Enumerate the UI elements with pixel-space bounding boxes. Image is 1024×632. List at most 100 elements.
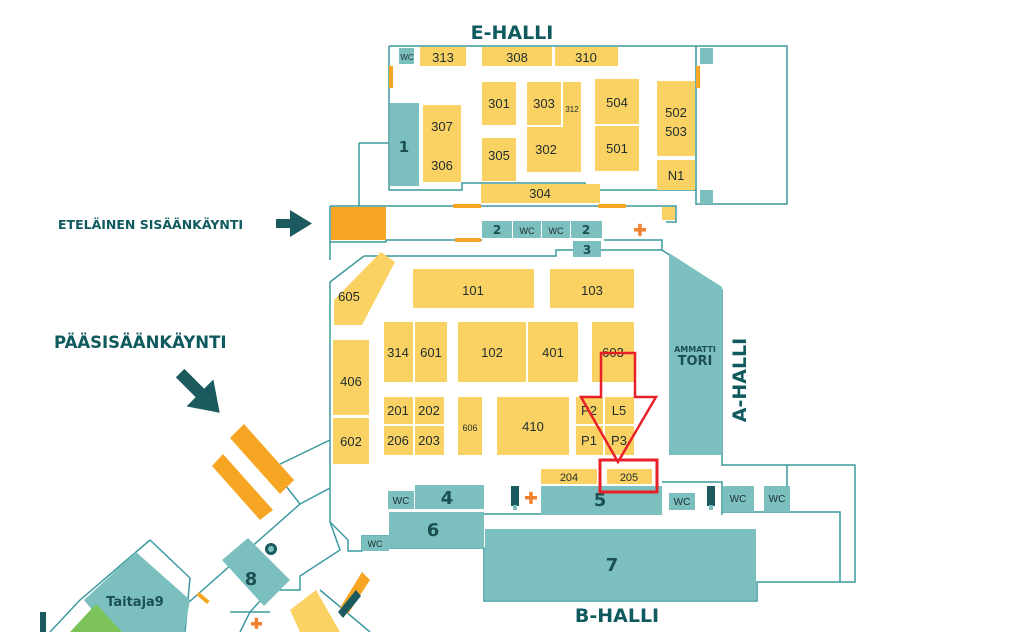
ammatti-tori[interactable] — [669, 253, 722, 455]
area-2-right[interactable] — [571, 221, 602, 238]
wc-icon — [362, 536, 389, 551]
ammatti-tori-label-top: AMMATTI — [674, 345, 716, 354]
area-4[interactable] — [415, 485, 484, 509]
area-3[interactable] — [573, 241, 601, 257]
main-entrance-door-upper — [230, 424, 294, 494]
area-2-right-label: 2 — [582, 223, 590, 237]
booth-602[interactable] — [333, 418, 369, 464]
booth-310-label: 310 — [575, 50, 597, 65]
area-6-label: 6 — [427, 520, 440, 541]
booth-L5-label: L5 — [612, 403, 626, 418]
area-8[interactable] — [222, 538, 290, 606]
booth-306[interactable] — [423, 148, 461, 182]
booth-301[interactable] — [482, 82, 516, 125]
info-icon — [265, 543, 277, 555]
booth-304[interactable] — [481, 184, 600, 203]
highlight-arrow-icon — [578, 351, 659, 465]
area-2-left[interactable] — [482, 221, 512, 238]
booth-602-label: 602 — [340, 434, 362, 449]
booth-103-label: 103 — [581, 283, 603, 298]
booth-503-label: 503 — [665, 124, 687, 139]
wc-label: WC — [400, 53, 414, 62]
booth-205[interactable] — [607, 469, 652, 484]
booth-N1-label: N1 — [668, 168, 685, 183]
booth-203-label: 203 — [418, 433, 440, 448]
e-halli-title: E-HALLI — [471, 22, 554, 44]
booth-308[interactable] — [482, 47, 552, 66]
area-taitaja9[interactable] — [84, 552, 190, 632]
area-6[interactable] — [389, 512, 484, 548]
booth-P1[interactable] — [576, 426, 603, 455]
main-entrance-door-lower — [212, 454, 273, 520]
booth-203[interactable] — [415, 426, 444, 455]
wc-icon — [513, 221, 541, 238]
booth-312[interactable] — [563, 82, 581, 140]
booth-501[interactable] — [595, 126, 639, 171]
booth-P3-label: P3 — [611, 433, 627, 448]
booth-101[interactable] — [413, 269, 534, 308]
area-2-left-label: 2 — [493, 223, 501, 237]
booth-502-503[interactable] — [657, 81, 695, 156]
south-entrance-arrow-icon — [276, 210, 312, 237]
wc-icon — [669, 493, 695, 510]
booth-N1[interactable] — [657, 160, 695, 190]
booth-313-label: 313 — [432, 50, 454, 65]
booth-204-label: 204 — [560, 472, 578, 484]
booth-501-label: 501 — [606, 141, 628, 156]
area-1[interactable] — [390, 103, 419, 186]
main-entrance-wing: 8 Taitaja9 — [40, 424, 370, 632]
booth-204[interactable] — [541, 469, 597, 484]
booth-303[interactable] — [527, 82, 561, 125]
booth-L5[interactable] — [605, 397, 634, 424]
booth-504-label: 504 — [606, 95, 628, 110]
booth-303-label: 303 — [533, 96, 555, 111]
area-7[interactable] — [485, 529, 756, 600]
booth-201[interactable] — [384, 397, 413, 424]
booth-206[interactable] — [384, 426, 413, 455]
area-7-label: 7 — [606, 555, 619, 576]
booth-601[interactable] — [415, 322, 447, 382]
first-aid-icon — [525, 491, 537, 504]
wc-label: WC — [520, 226, 535, 236]
door-marker — [389, 66, 393, 88]
stairs-icon — [700, 190, 713, 204]
booth-101-label: 101 — [462, 283, 484, 298]
booth-605-label: 605 — [338, 289, 360, 304]
booth-312-label: 312 — [565, 105, 579, 114]
stairs-base — [513, 505, 517, 510]
area-3-label: 3 — [583, 243, 591, 257]
a-halli-title: A-HALLI — [729, 338, 751, 422]
stairs-icon — [40, 612, 46, 632]
booth-502-label: 502 — [665, 105, 687, 120]
area-taitaja9-label: Taitaja9 — [106, 595, 164, 610]
door-marker — [696, 66, 700, 88]
booth-103[interactable] — [550, 269, 634, 308]
booth-406[interactable] — [333, 340, 369, 415]
booth-201-label: 201 — [387, 403, 409, 418]
booth-313[interactable] — [420, 47, 466, 66]
booth-102-label: 102 — [481, 345, 503, 360]
booth-307[interactable] — [423, 105, 461, 148]
corridor: 2 WC WC 2 3 — [331, 204, 675, 257]
booth-310[interactable] — [555, 47, 618, 66]
booth-401[interactable] — [528, 322, 578, 382]
booth-314[interactable] — [384, 322, 413, 382]
stairs-base — [709, 505, 713, 510]
booth-305[interactable] — [482, 138, 516, 181]
stairs-icon — [700, 48, 713, 64]
booth-410[interactable] — [497, 397, 569, 455]
booth-202[interactable] — [415, 397, 444, 424]
booth-314-label: 314 — [387, 345, 409, 360]
booth-605[interactable] — [334, 252, 395, 325]
first-aid-icon — [634, 223, 646, 236]
wc-icon — [399, 48, 414, 64]
booth-606[interactable] — [458, 397, 482, 455]
booth-302[interactable] — [527, 127, 581, 172]
booth-102[interactable] — [458, 322, 526, 382]
booth-504[interactable] — [595, 79, 639, 124]
door-marker — [598, 204, 626, 208]
wc-icon — [723, 486, 754, 512]
area-8-label: 8 — [245, 569, 258, 590]
